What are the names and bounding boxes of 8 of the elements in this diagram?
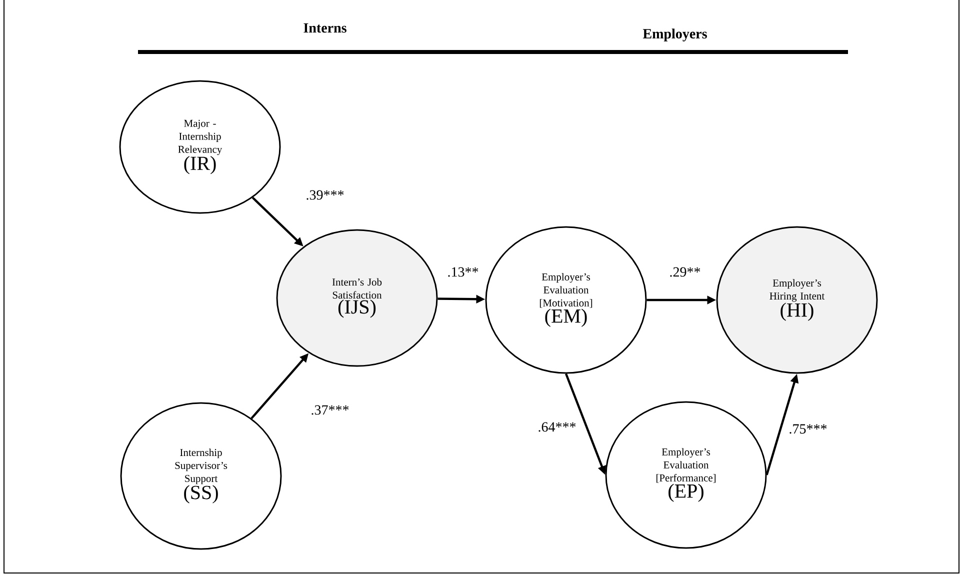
path-coefficient: .13** — [448, 267, 478, 277]
path-coefficient: .37*** — [312, 405, 349, 415]
path-coefficient: .39*** — [306, 190, 344, 200]
path-coefficient: .29** — [670, 267, 700, 277]
path-coefficient: .64*** — [538, 422, 576, 432]
path-coefficient: .75*** — [790, 424, 827, 434]
column-heading: Interns — [304, 23, 346, 33]
column-heading: Employers — [642, 28, 707, 42]
